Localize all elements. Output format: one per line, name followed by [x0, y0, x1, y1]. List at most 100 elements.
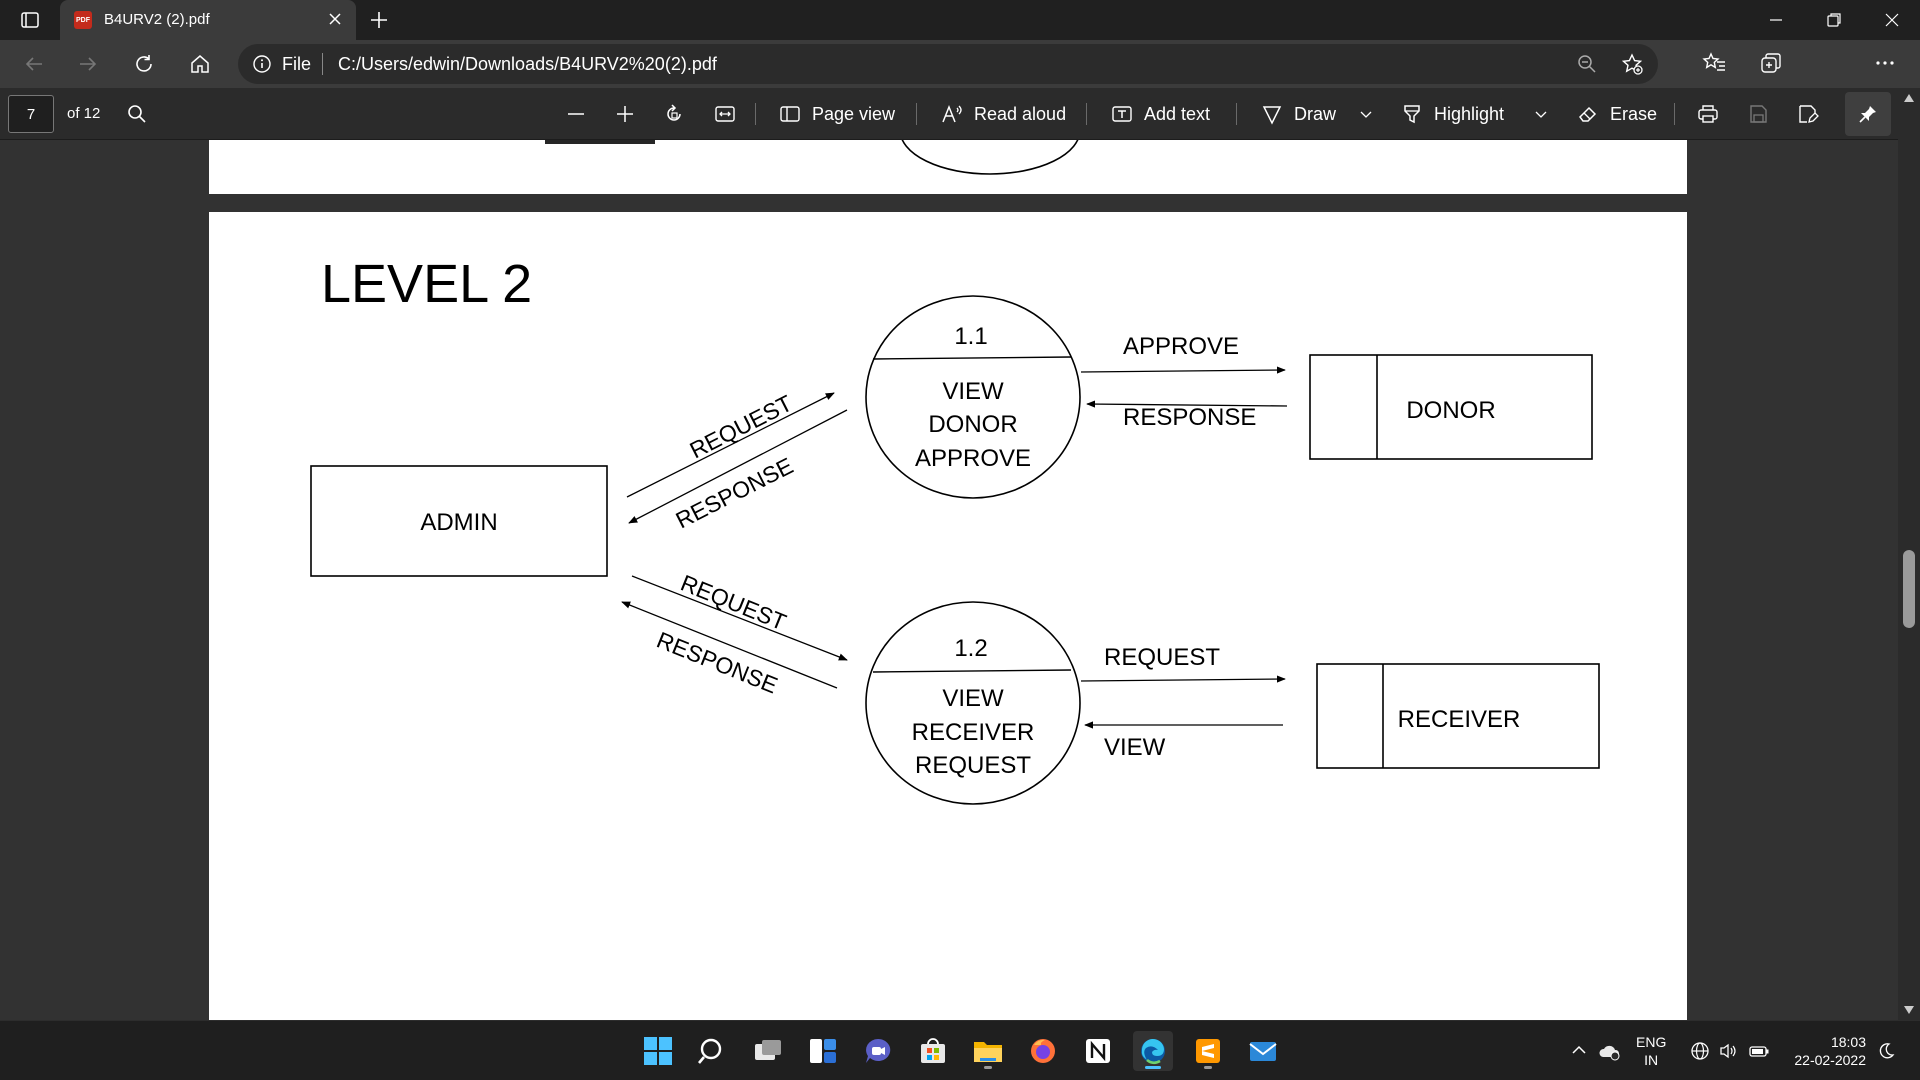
print-icon[interactable]: [1696, 100, 1720, 128]
running-indicator: [984, 1066, 992, 1069]
save-as-icon[interactable]: [1795, 100, 1819, 128]
language-code: ENG: [1636, 1034, 1667, 1050]
process-1-2-line1: VIEW: [942, 685, 1004, 712]
notion-icon[interactable]: [1078, 1031, 1118, 1071]
draw-options-chevron-icon[interactable]: [1358, 100, 1374, 128]
flow-admin-to-1-1: [626, 392, 835, 498]
flow-label-request-1: REQUEST: [685, 390, 796, 464]
erase-label: Erase: [1610, 103, 1658, 124]
vertical-scrollbar[interactable]: [1898, 88, 1920, 1020]
new-tab-icon[interactable]: [368, 9, 390, 31]
url-text[interactable]: C:/Users/edwin/Downloads/B4URV2%20(2).pd…: [338, 54, 717, 74]
dfd-level-2-diagram: LEVEL 2 ADMIN 1.1 VIEW DONOR APPROVE 1.2…: [310, 254, 1600, 805]
zoom-in-icon[interactable]: [613, 100, 637, 128]
volume-icon[interactable]: [1718, 1041, 1738, 1061]
pin-toolbar-icon[interactable]: [1845, 92, 1891, 136]
process-1-2-line2: RECEIVER: [912, 719, 1035, 746]
page-view-label: Page view: [812, 103, 896, 124]
highlight-options-chevron-icon[interactable]: [1533, 100, 1549, 128]
read-aloud-icon: [942, 104, 962, 123]
sublime-text-icon[interactable]: [1188, 1031, 1228, 1071]
widgets-icon[interactable]: [803, 1031, 843, 1071]
active-indicator: [1145, 1066, 1161, 1069]
process-1-1-divider: [872, 356, 1072, 360]
clock-time: 18:03: [1830, 1034, 1866, 1050]
focus-assist-moon-icon[interactable]: [1876, 1041, 1896, 1061]
onedrive-icon[interactable]: [1598, 1041, 1622, 1061]
page-view-button[interactable]: Page view: [778, 100, 895, 128]
process-1-1-id: 1.1: [954, 323, 987, 350]
flow-label-request-2: REQUEST: [677, 570, 790, 636]
add-favorite-icon[interactable]: [1620, 52, 1644, 76]
scroll-up-icon: [1904, 94, 1914, 102]
more-options-icon[interactable]: [1872, 50, 1898, 76]
save-icon[interactable]: [1746, 100, 1770, 128]
navigation-bar: File C:/Users/edwin/Downloads/B4URV2%20(…: [0, 40, 1920, 118]
favorites-icon[interactable]: [1702, 50, 1728, 76]
forward-icon[interactable]: [76, 52, 100, 76]
network-globe-icon[interactable]: [1690, 1041, 1710, 1061]
zoom-out-icon[interactable]: [564, 100, 588, 128]
add-text-label: Add text: [1144, 103, 1211, 124]
search-icon[interactable]: [126, 103, 148, 125]
file-explorer-icon[interactable]: [968, 1031, 1008, 1071]
fit-width-icon[interactable]: [713, 100, 737, 128]
mail-icon[interactable]: [1243, 1031, 1283, 1071]
teams-chat-icon[interactable]: [858, 1031, 898, 1071]
tab-actions-icon[interactable]: [20, 10, 40, 30]
pdf-viewer[interactable]: LEVEL 2 ADMIN 1.1 VIEW DONOR APPROVE 1.2…: [0, 140, 1920, 1020]
receiver-store-box: [1316, 663, 1600, 769]
restore-icon[interactable]: [1822, 8, 1846, 32]
refresh-icon[interactable]: [132, 52, 156, 76]
read-aloud-button[interactable]: Read aloud: [940, 100, 1066, 128]
edge-icon[interactable]: [1133, 1031, 1173, 1071]
rotate-icon[interactable]: [662, 100, 686, 128]
erase-button[interactable]: Erase: [1576, 100, 1657, 128]
page-number-input[interactable]: 7: [8, 95, 54, 133]
diagram-heading: LEVEL 2: [321, 254, 532, 314]
tab-pdf[interactable]: PDF B4URV2 (2).pdf: [60, 0, 356, 40]
show-hidden-icons-icon[interactable]: [1570, 1041, 1588, 1059]
home-icon[interactable]: [188, 52, 212, 76]
highlight-icon: [1404, 105, 1420, 124]
pdf-page: LEVEL 2 ADMIN 1.1 VIEW DONOR APPROVE 1.2…: [209, 212, 1687, 1020]
tab-title: B4URV2 (2).pdf: [104, 11, 210, 28]
admin-entity-box: [310, 465, 608, 577]
close-window-icon[interactable]: [1880, 8, 1904, 32]
input-language[interactable]: ENG IN: [1636, 1033, 1666, 1069]
flow-1-2-to-receiver: [1080, 675, 1286, 683]
draw-icon: [1262, 106, 1282, 125]
flow-label-response-donor: RESPONSE: [1123, 404, 1256, 431]
process-1-1-line2: DONOR: [928, 411, 1017, 438]
donor-store-label: DONOR: [1406, 397, 1495, 424]
close-tab-icon[interactable]: [326, 10, 344, 28]
taskbar-search-icon[interactable]: [693, 1031, 733, 1071]
add-text-button[interactable]: Add text: [1110, 100, 1210, 128]
process-1-2-line3: REQUEST: [915, 752, 1031, 779]
read-aloud-label: Read aloud: [974, 103, 1067, 124]
flow-1-1-to-admin: [628, 409, 848, 524]
system-clock[interactable]: 18:03 22-02-2022: [1786, 1033, 1866, 1069]
flow-label-response-2: RESPONSE: [653, 627, 781, 699]
highlight-button[interactable]: Highlight: [1400, 100, 1504, 128]
clock-date: 22-02-2022: [1794, 1052, 1866, 1068]
toolbar-divider: [1086, 103, 1087, 125]
back-icon[interactable]: [22, 52, 46, 76]
zoom-icon[interactable]: [1576, 53, 1598, 75]
start-icon[interactable]: [638, 1031, 678, 1071]
scrollbar-thumb[interactable]: [1903, 550, 1915, 628]
battery-icon[interactable]: [1748, 1041, 1770, 1061]
minimize-icon[interactable]: [1764, 8, 1788, 32]
task-view-icon[interactable]: [748, 1031, 788, 1071]
info-icon[interactable]: [252, 54, 272, 74]
scroll-down-icon: [1904, 1006, 1914, 1014]
process-1-1-line3: APPROVE: [915, 445, 1031, 472]
microsoft-store-icon[interactable]: [913, 1031, 953, 1071]
flow-1-1-to-donor: [1080, 366, 1286, 374]
process-1-2-circle: [865, 601, 1081, 805]
address-bar[interactable]: File C:/Users/edwin/Downloads/B4URV2%20(…: [238, 44, 1658, 84]
collections-icon[interactable]: [1758, 50, 1784, 76]
draw-button[interactable]: Draw: [1260, 100, 1336, 128]
firefox-icon[interactable]: [1023, 1031, 1063, 1071]
pdf-toolbar: 7 of 12 Page view Read aloud Add text Dr…: [0, 88, 1920, 140]
